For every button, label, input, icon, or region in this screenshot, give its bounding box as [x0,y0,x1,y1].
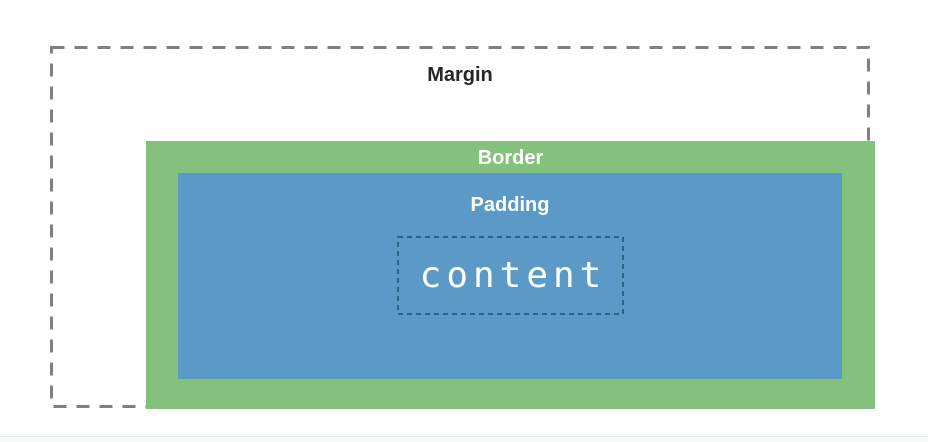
content-dashed-outline [397,236,624,315]
margin-box: Margin Border Padding content [50,46,875,409]
content-box: content [397,236,624,315]
padding-box: Padding content [178,173,842,379]
border-box: Border Padding content [146,141,875,409]
border-label: Border [477,147,544,169]
bottom-edge-strip [0,436,928,442]
padding-label: Padding [470,194,550,216]
content-label: content [419,255,607,296]
margin-label: Margin [427,64,493,86]
